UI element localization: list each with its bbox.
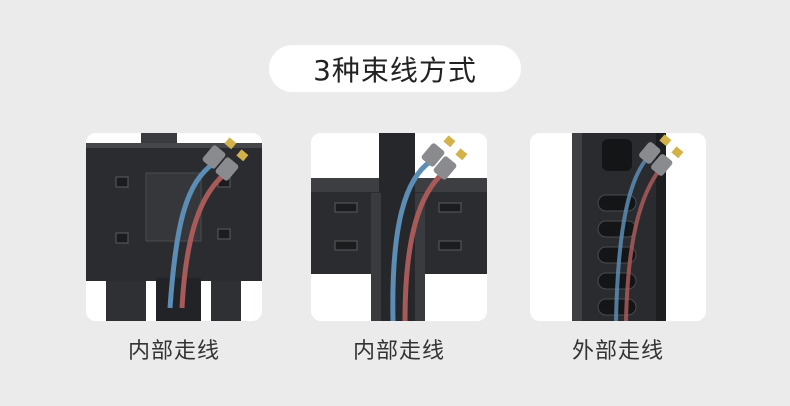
caption-internal-routing-1: 内部走线 <box>127 339 220 364</box>
internal-routing-image-1 <box>86 133 262 321</box>
internal-routing-image-2 <box>311 133 487 321</box>
card-internal-routing-1 <box>86 133 262 321</box>
caption-external-routing: 外部走线 <box>571 339 664 364</box>
section-title: 3种束线方式 <box>269 45 521 92</box>
card-external-routing <box>530 133 706 321</box>
external-routing-image <box>530 133 706 321</box>
card-internal-routing-2 <box>311 133 487 321</box>
caption-internal-routing-2: 内部走线 <box>352 339 445 364</box>
